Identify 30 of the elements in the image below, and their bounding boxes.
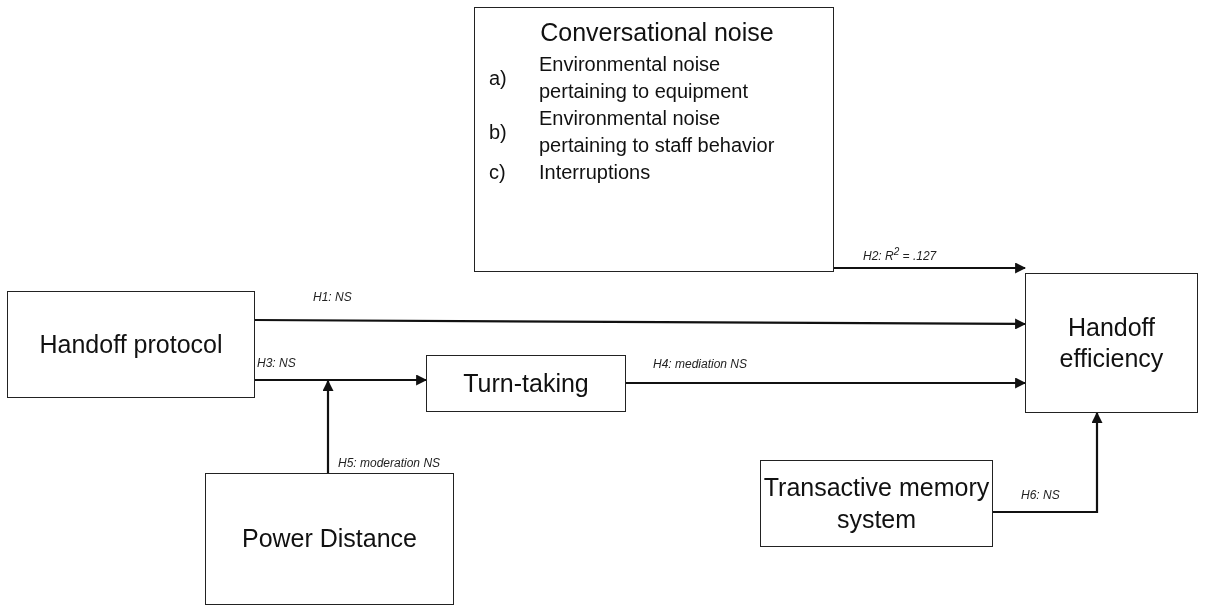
list-marker: c) xyxy=(489,160,507,185)
arrow xyxy=(626,377,1027,389)
arrow xyxy=(834,262,1027,274)
list-marker: a) xyxy=(489,65,508,91)
box-heading: Conversational noise xyxy=(539,18,775,47)
edge-label: H1: NS xyxy=(312,290,353,304)
list-item: Interruptions xyxy=(539,160,652,185)
arrow xyxy=(322,379,334,473)
list-item: Environmental noise pertaining to staff behavior xyxy=(539,106,776,158)
edge-label: H6: NS xyxy=(1020,488,1061,502)
outcome-box xyxy=(1025,273,1198,413)
factor-box xyxy=(426,355,626,412)
factor-box xyxy=(474,7,834,272)
list-marker: b) xyxy=(489,119,508,145)
factor-box xyxy=(7,291,255,398)
edge-label: H5: moderation NS xyxy=(337,456,442,470)
arrow xyxy=(255,318,1027,330)
arrow xyxy=(255,374,428,386)
edge-label: H4: mediation NS xyxy=(652,357,749,371)
box-label: Transactive memory system xyxy=(762,472,991,535)
arrow xyxy=(993,411,1103,514)
box-label: Power Distance xyxy=(241,523,418,555)
box-label: Handoff efficiency xyxy=(1058,311,1165,374)
factor-box xyxy=(760,460,993,547)
edge-label: H2: R$^{2}$ = .127 xyxy=(862,246,938,263)
list-item: Environmental noise pertaining to equipment xyxy=(539,52,750,104)
factor-box xyxy=(205,473,454,605)
box-label: Turn-taking xyxy=(463,367,589,399)
edge-label: H3: NS xyxy=(256,356,297,370)
box-label: Handoff protocol xyxy=(39,328,223,360)
